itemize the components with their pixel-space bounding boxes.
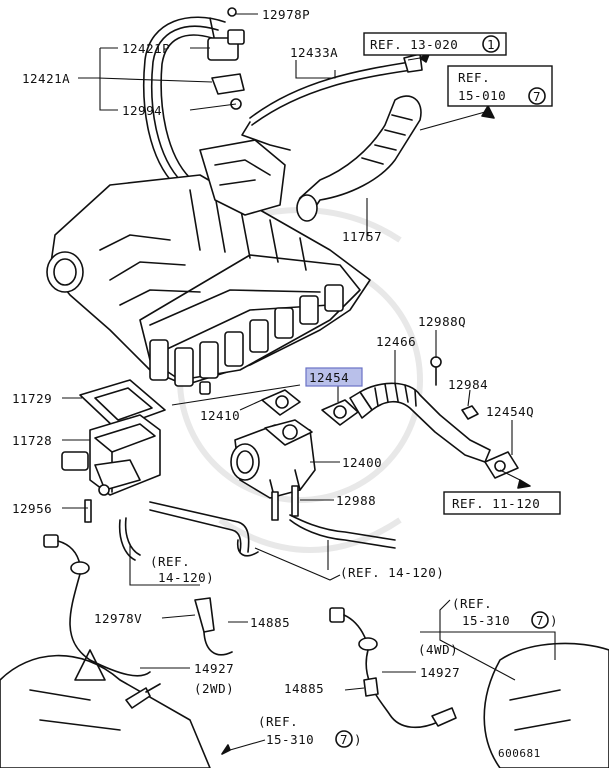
label-12978p[interactable]: 12978P [262, 7, 310, 22]
clamp-14885b [363, 677, 379, 697]
lower-hoses [118, 501, 396, 561]
egr-gasket-12410 [261, 389, 301, 416]
ref-14-120-a-line2[interactable]: 14-120) [158, 570, 214, 585]
label-12421a[interactable]: 12421A [22, 71, 70, 86]
egr-pipe-12466 [349, 382, 491, 463]
label-14885-2wd[interactable]: 14885 [250, 615, 290, 630]
highlight-12454 [305, 367, 363, 387]
svg-text:): ) [354, 732, 362, 747]
bolt-12988q [430, 356, 442, 386]
label-11729[interactable]: 11729 [12, 391, 52, 406]
label-12410[interactable]: 12410 [200, 408, 240, 423]
label-12454[interactable]: 12454 [309, 370, 349, 385]
exhaust-manifold-left [0, 649, 211, 768]
ref-15-010-line2: 15-010 [458, 88, 506, 103]
ref-14-120-b[interactable]: (REF. 14-120) [340, 565, 444, 580]
intake-manifold [46, 139, 371, 387]
ref-notes: (REF. 14-120) (REF. 14-120) (REF. 15-310… [150, 554, 558, 748]
egr-gasket-12454q [484, 451, 519, 479]
label-12400[interactable]: 12400 [342, 455, 382, 470]
ref-15-310-a-num: 7 [536, 613, 544, 628]
nut-12984 [461, 405, 479, 420]
vacuum-hoses [142, 16, 226, 186]
ref-box-13-020[interactable]: REF. 13-020 1 [363, 32, 507, 56]
ref-14-120-a-line1[interactable]: (REF. [150, 554, 190, 569]
ref-15-010-num: 7 [533, 89, 541, 104]
part-labels: 12978P 12421P 12421A 12994 12433A 11757 … [12, 7, 541, 760]
ref-15-310-a-line1[interactable]: (REF. [452, 596, 492, 611]
bracket-14885a [194, 597, 233, 656]
ref-box-11-120[interactable]: REF. 11-120 [443, 491, 561, 515]
ref-15-310-a-line2[interactable]: 15-310 [462, 613, 510, 628]
ref-box-15-010[interactable]: REF. 15-010 7 [447, 65, 553, 107]
small-fitting [199, 381, 211, 395]
label-12978v[interactable]: 12978V [94, 611, 142, 626]
svg-text:): ) [550, 613, 558, 628]
sensor-wire-left [43, 534, 151, 677]
ref-15-310-b-line1[interactable]: (REF. [258, 714, 298, 729]
label-11757[interactable]: 11757 [342, 229, 382, 244]
ref-15-310-b-num: 7 [340, 732, 348, 747]
label-4wd: (4WD) [418, 642, 458, 657]
vacuum-solenoid [207, 7, 245, 110]
label-12466[interactable]: 12466 [376, 334, 416, 349]
air-hose-11757 [296, 95, 422, 222]
gasket-11729 [79, 379, 166, 429]
label-12994[interactable]: 12994 [122, 103, 162, 118]
exhaust-temp-sensor-left [125, 683, 161, 709]
label-12956[interactable]: 12956 [12, 501, 52, 516]
label-14885-4wd[interactable]: 14885 [284, 681, 324, 696]
label-12984[interactable]: 12984 [448, 377, 488, 392]
label-11728[interactable]: 11728 [12, 433, 52, 448]
ref-13-020-text: REF. 13-020 [370, 37, 458, 52]
label-14927-4wd[interactable]: 14927 [420, 665, 460, 680]
leader-lines [62, 13, 556, 751]
exhaust-manifold-right [483, 642, 609, 768]
label-12988q[interactable]: 12988Q [418, 314, 466, 329]
label-12988[interactable]: 12988 [336, 493, 376, 508]
label-12433a[interactable]: 12433A [290, 45, 338, 60]
ref-15-310-b-line2[interactable]: 15-310 [266, 732, 314, 747]
label-14927-2wd[interactable]: 14927 [194, 661, 234, 676]
diagram-id: 600681 [498, 747, 541, 760]
label-12421p[interactable]: 12421P [122, 41, 170, 56]
ref-13-020-num: 1 [487, 37, 495, 52]
egr-valve-12400 [230, 419, 316, 501]
throttle-body-11728 [61, 414, 161, 523]
ref-15-010-line1: REF. [458, 70, 490, 85]
sensor-wire-right [329, 607, 457, 729]
label-12454q[interactable]: 12454Q [486, 404, 534, 419]
bolts-12988 [271, 485, 299, 521]
ref-11-120-text: REF. 11-120 [452, 496, 540, 511]
label-2wd: (2WD) [194, 681, 234, 696]
